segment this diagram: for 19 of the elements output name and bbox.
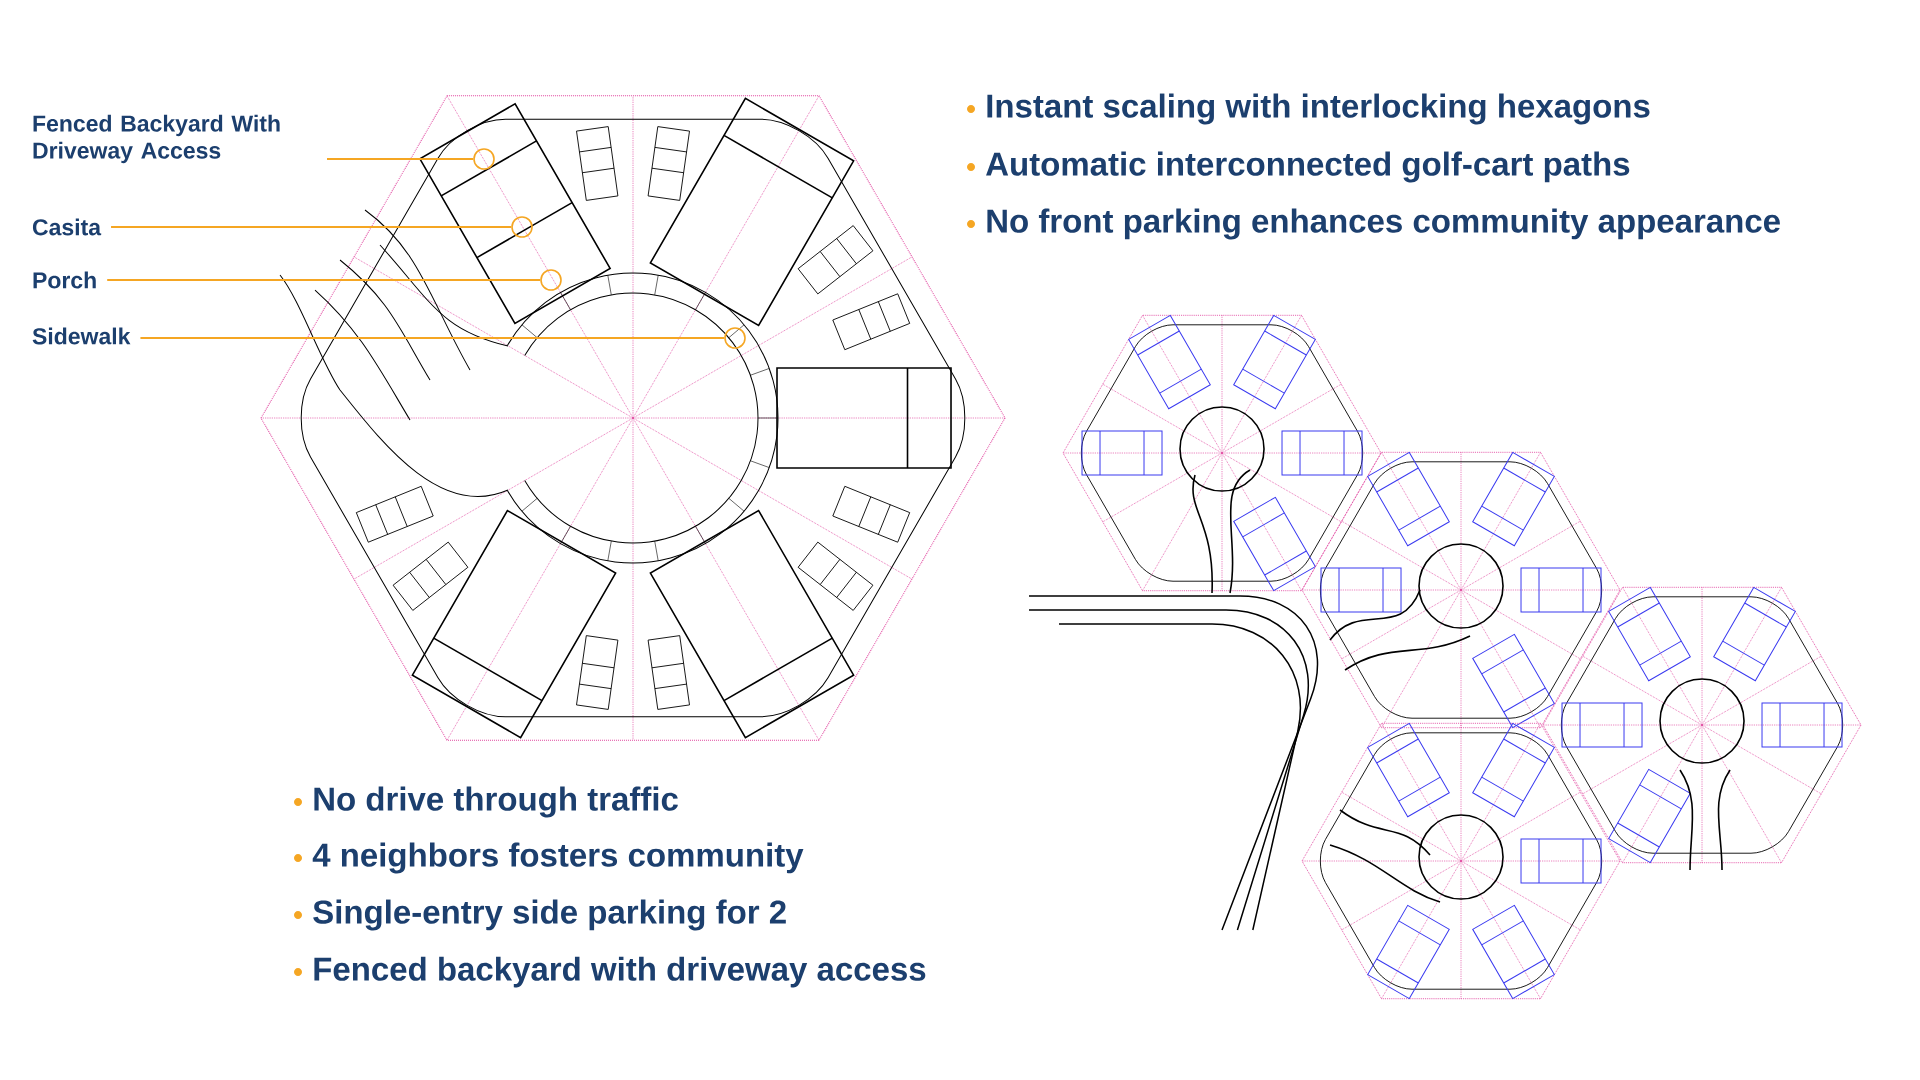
marker-circle bbox=[511, 216, 533, 238]
callout-label: Porch bbox=[33, 271, 96, 289]
marker-circle bbox=[540, 269, 562, 291]
bullet-point: No front parking enhances community appearance bbox=[967, 208, 1780, 240]
leader-line bbox=[140, 336, 725, 340]
callout-label: Casita bbox=[32, 218, 102, 236]
marker-circle bbox=[724, 327, 746, 349]
callout-label: Sidewalk bbox=[32, 327, 131, 345]
bullet-point: 4 neighbors fosters community bbox=[294, 842, 804, 874]
bullet-point: Instant scaling with interlocking hexagons bbox=[967, 93, 1650, 125]
leader-line bbox=[327, 157, 474, 161]
bullet-point: No drive through traffic bbox=[294, 786, 678, 818]
leader-line bbox=[107, 278, 541, 282]
leader-line bbox=[111, 225, 512, 229]
bullet-point: Fenced backyard with driveway access bbox=[294, 956, 926, 988]
bullet-point: Single-entry side parking for 2 bbox=[294, 899, 786, 931]
bullet-point: Automatic interconnected golf-cart paths bbox=[967, 151, 1630, 183]
marker-circle bbox=[473, 148, 495, 170]
callout-label: Fenced Backyard With Driveway Access bbox=[33, 114, 280, 164]
